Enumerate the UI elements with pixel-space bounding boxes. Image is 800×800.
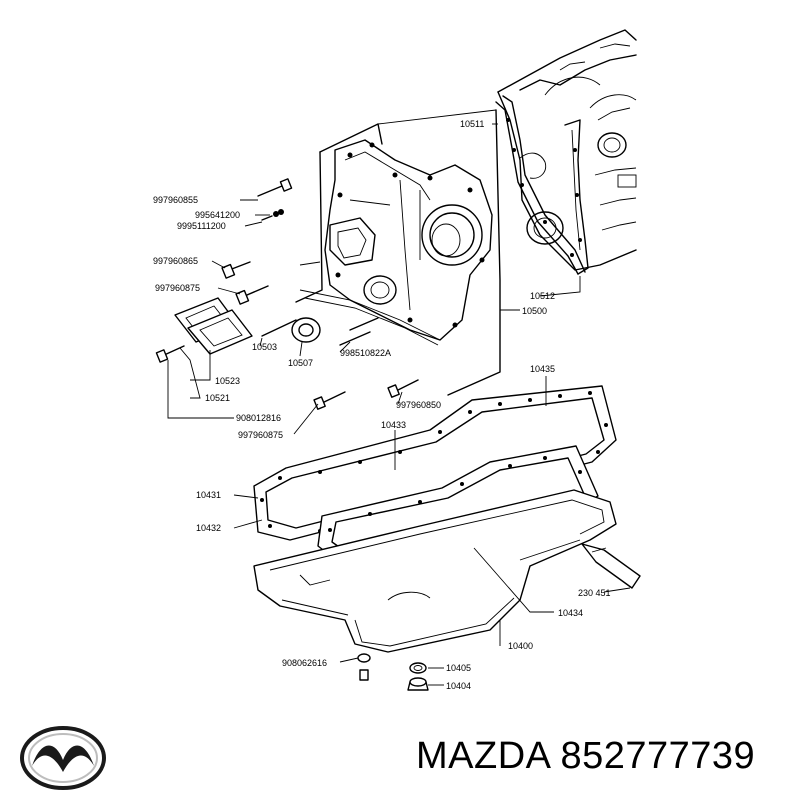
brand-part-number: MAZDA 852777739 <box>416 735 756 777</box>
label-10431: 10431 <box>196 490 221 500</box>
label-10512: 10512 <box>530 291 555 301</box>
part-labels: 10511 997960855 995641200 9995111200 997… <box>153 119 611 691</box>
label-908062616: 908062616 <box>282 658 327 668</box>
label-998510822A: 998510822A <box>340 348 391 358</box>
label-997960875-a: 997960875 <box>155 283 200 293</box>
label-10434: 10434 <box>558 608 583 618</box>
label-10521: 10521 <box>205 393 230 403</box>
label-10503: 10503 <box>252 342 277 352</box>
oil-pan-gasket-upper-drawing <box>253 385 617 541</box>
outlet-gasket-drawing <box>174 297 253 355</box>
label-230451: 230 451 <box>578 588 611 598</box>
drain-plug-drawing <box>407 662 429 691</box>
label-995641200: 995641200 <box>195 210 240 220</box>
label-9995111200: 9995111200 <box>177 221 226 231</box>
label-997960855: 997960855 <box>153 195 198 205</box>
label-10433: 10433 <box>381 420 406 430</box>
small-plug-drawing <box>357 653 371 681</box>
label-997960875-b: 997960875 <box>238 430 283 440</box>
mazda-logo-icon <box>20 726 106 790</box>
label-10435: 10435 <box>530 364 555 374</box>
label-10400: 10400 <box>508 641 533 651</box>
label-997960865: 997960865 <box>153 256 198 266</box>
engine-block-drawing <box>495 29 637 275</box>
oil-seal-drawing <box>291 317 321 343</box>
label-10523: 10523 <box>215 376 240 386</box>
front-cover-drawing <box>295 109 501 396</box>
leader-lines <box>167 123 631 686</box>
label-10500: 10500 <box>522 306 547 316</box>
dowel-pin-drawing <box>261 319 297 337</box>
label-10405: 10405 <box>446 663 471 673</box>
label-10507: 10507 <box>288 358 313 368</box>
label-10404: 10404 <box>446 681 471 691</box>
label-10432: 10432 <box>196 523 221 533</box>
label-997960850: 997960850 <box>396 400 441 410</box>
label-10511: 10511 <box>460 119 484 129</box>
label-908012816: 908012816 <box>236 413 281 423</box>
